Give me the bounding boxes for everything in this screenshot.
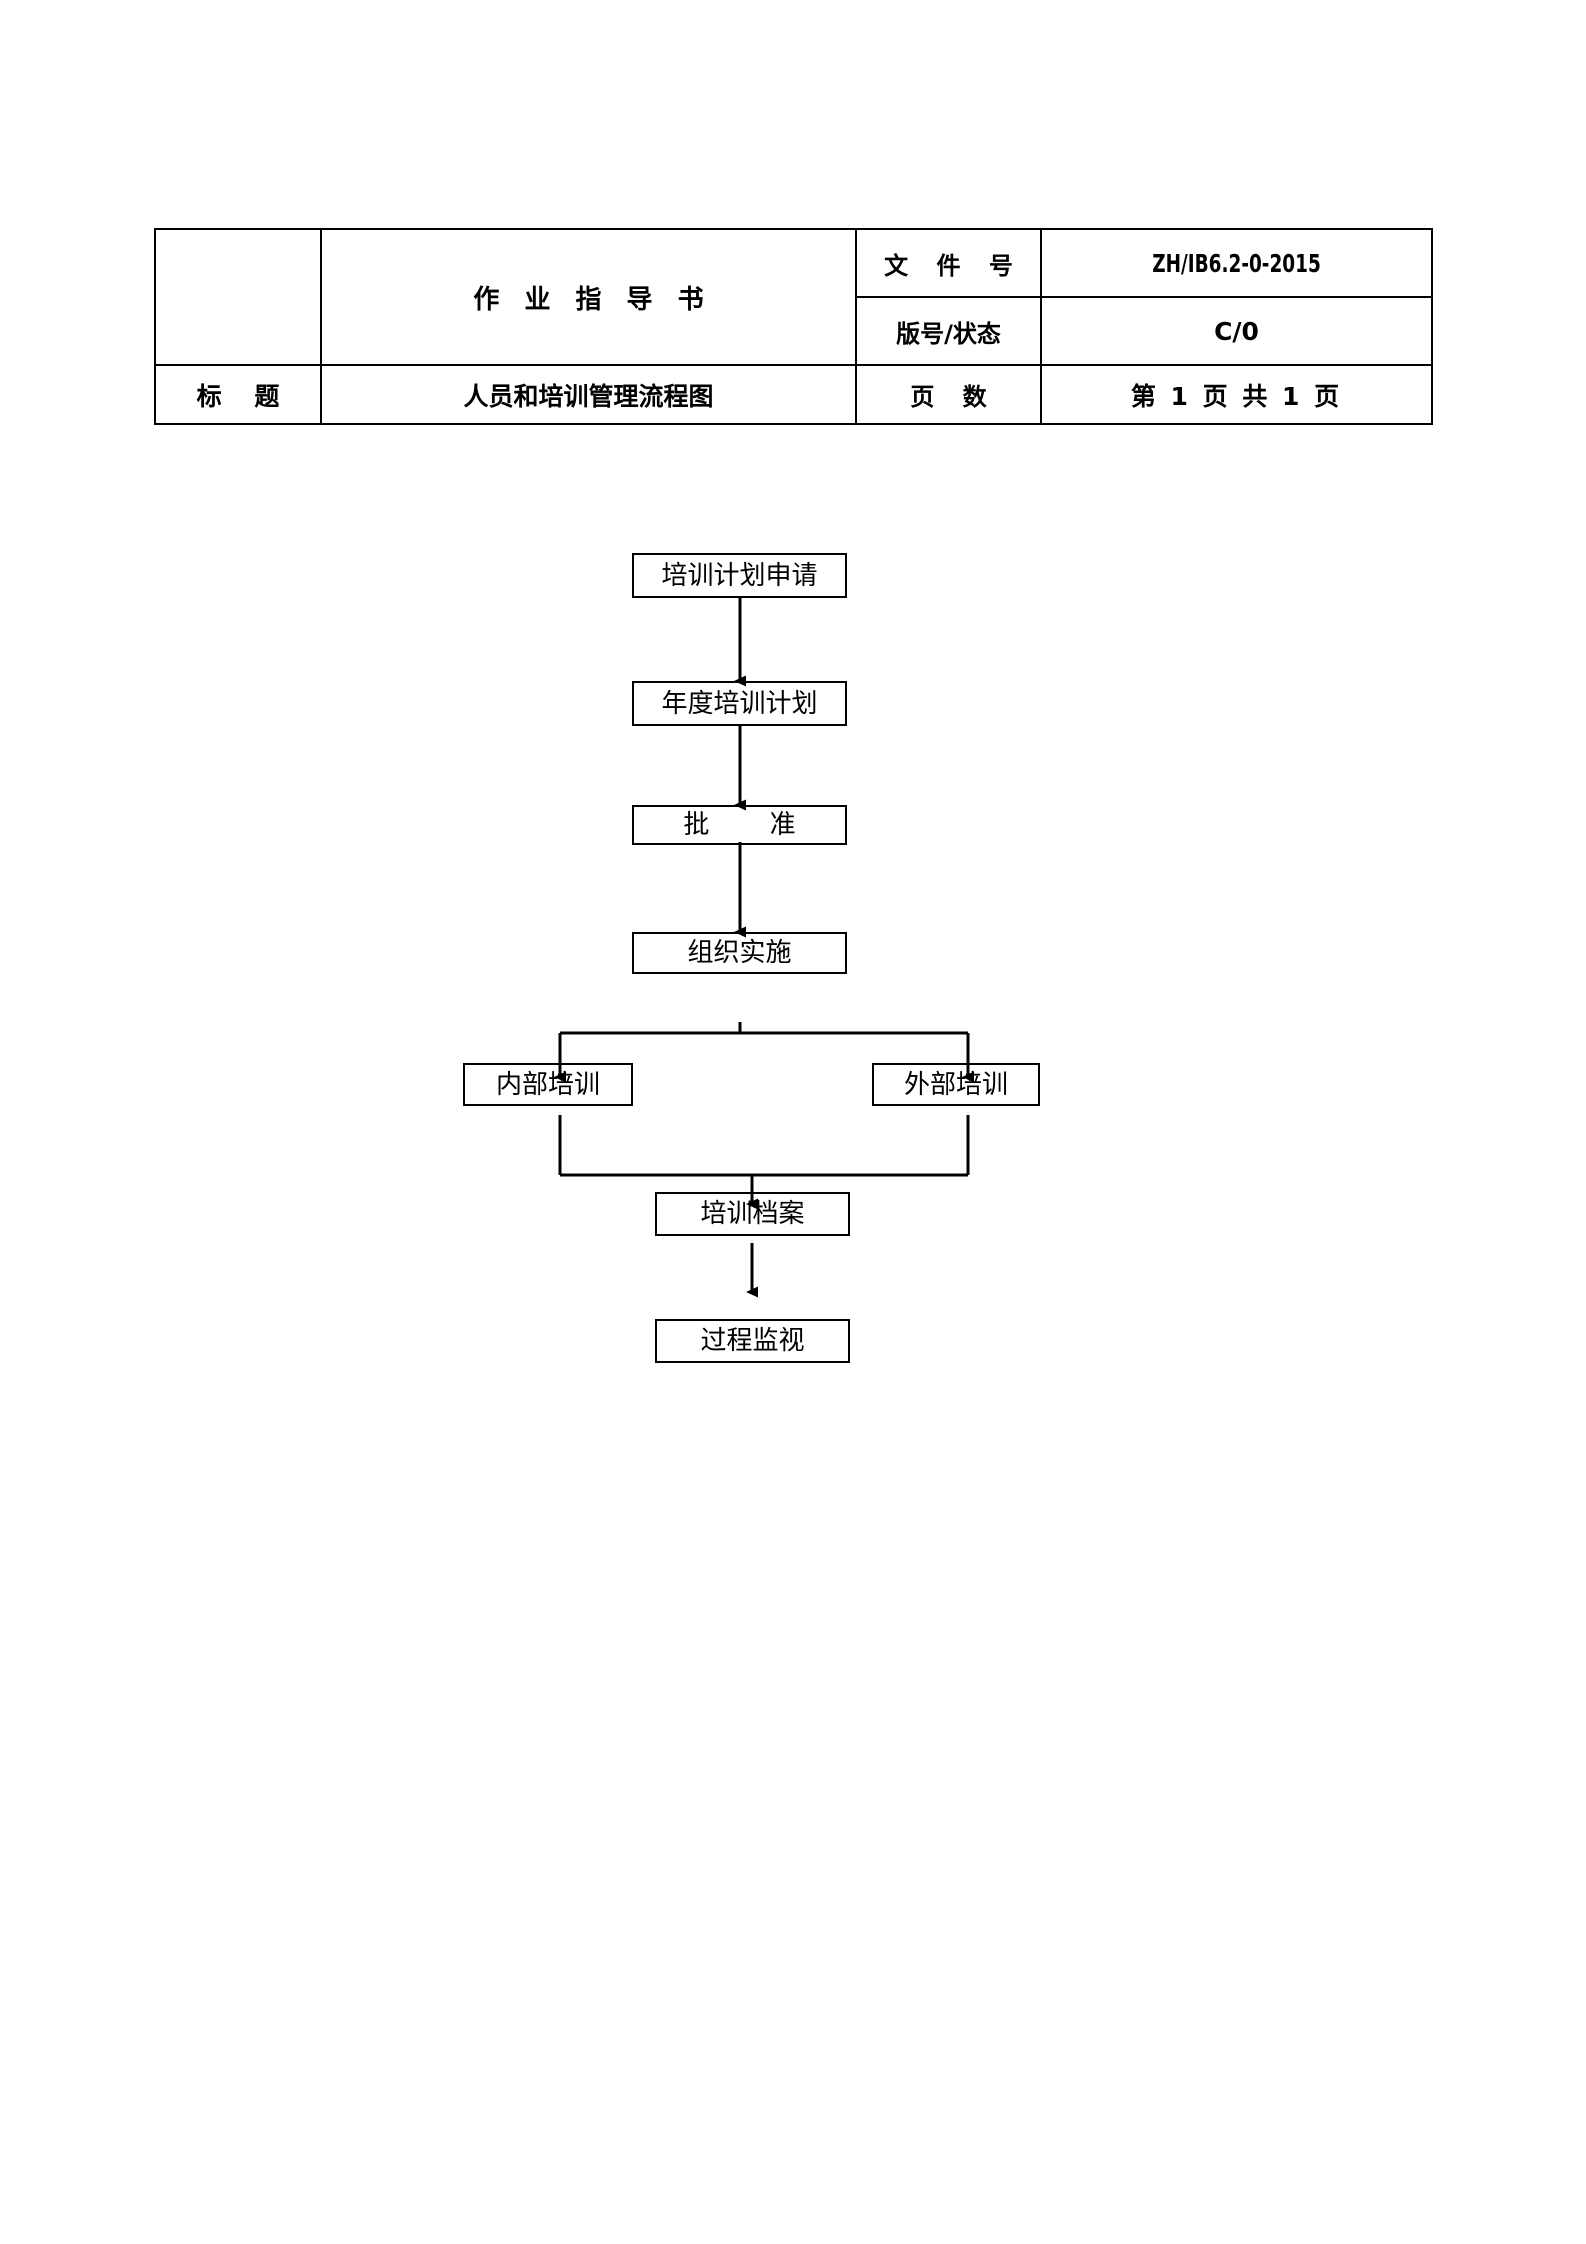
flow-node-label: 培训档案: [700, 1199, 805, 1229]
flow-node-label: 年度培训计划: [661, 688, 818, 719]
title-value: 人员和培训管理流程图: [320, 364, 857, 425]
flow-node-label: 批 准: [683, 810, 822, 840]
document-header-table: 作 业 指 导 书 文 件 号 ZH/IB6.2-0-2015 版号/状态 C/…: [154, 228, 1433, 425]
flow-node-internal-training[interactable]: 内部培训: [463, 1063, 633, 1106]
version-status-label: 版号/状态: [855, 296, 1042, 366]
page-count-value: 第 1 页 共 1 页: [1040, 364, 1433, 425]
doc-number-value: ZH/IB6.2-0-2015: [1075, 228, 1398, 298]
title-label: 标 题: [154, 364, 322, 425]
flow-node-label: 组织实施: [687, 938, 792, 968]
flow-node-label: 内部培训: [495, 1069, 600, 1100]
table-row: 作 业 指 导 书 文 件 号 ZH/IB6.2-0-2015: [154, 228, 1432, 366]
flow-node-label: 过程监视: [700, 1326, 805, 1356]
flow-node-external-training[interactable]: 外部培训: [872, 1063, 1040, 1106]
document-type-label: 作 业 指 导 书: [320, 228, 857, 366]
version-status-value: C/0: [1040, 296, 1433, 366]
header-blank-cell-left: [154, 228, 322, 366]
flow-node-approval[interactable]: 批 准: [632, 805, 847, 845]
page-count-label: 页 数: [855, 364, 1042, 425]
flow-node-organize-implementation[interactable]: 组织实施: [632, 932, 847, 974]
flow-node-process-monitoring[interactable]: 过程监视: [655, 1319, 850, 1363]
table-row: 版号/状态 C/0: [155, 296, 1433, 366]
table-row: 标 题 人员和培训管理流程图 页 数 第 1 页 共 1 页: [154, 364, 1433, 425]
flow-node-annual-training-plan[interactable]: 年度培训计划: [632, 681, 847, 726]
flow-node-label: 外部培训: [903, 1069, 1008, 1100]
doc-number-label: 文 件 号: [855, 228, 1042, 298]
flow-node-training-records[interactable]: 培训档案: [655, 1192, 850, 1236]
flow-node-label: 培训计划申请: [661, 560, 818, 591]
flow-node-training-plan-request[interactable]: 培训计划申请: [632, 553, 847, 598]
